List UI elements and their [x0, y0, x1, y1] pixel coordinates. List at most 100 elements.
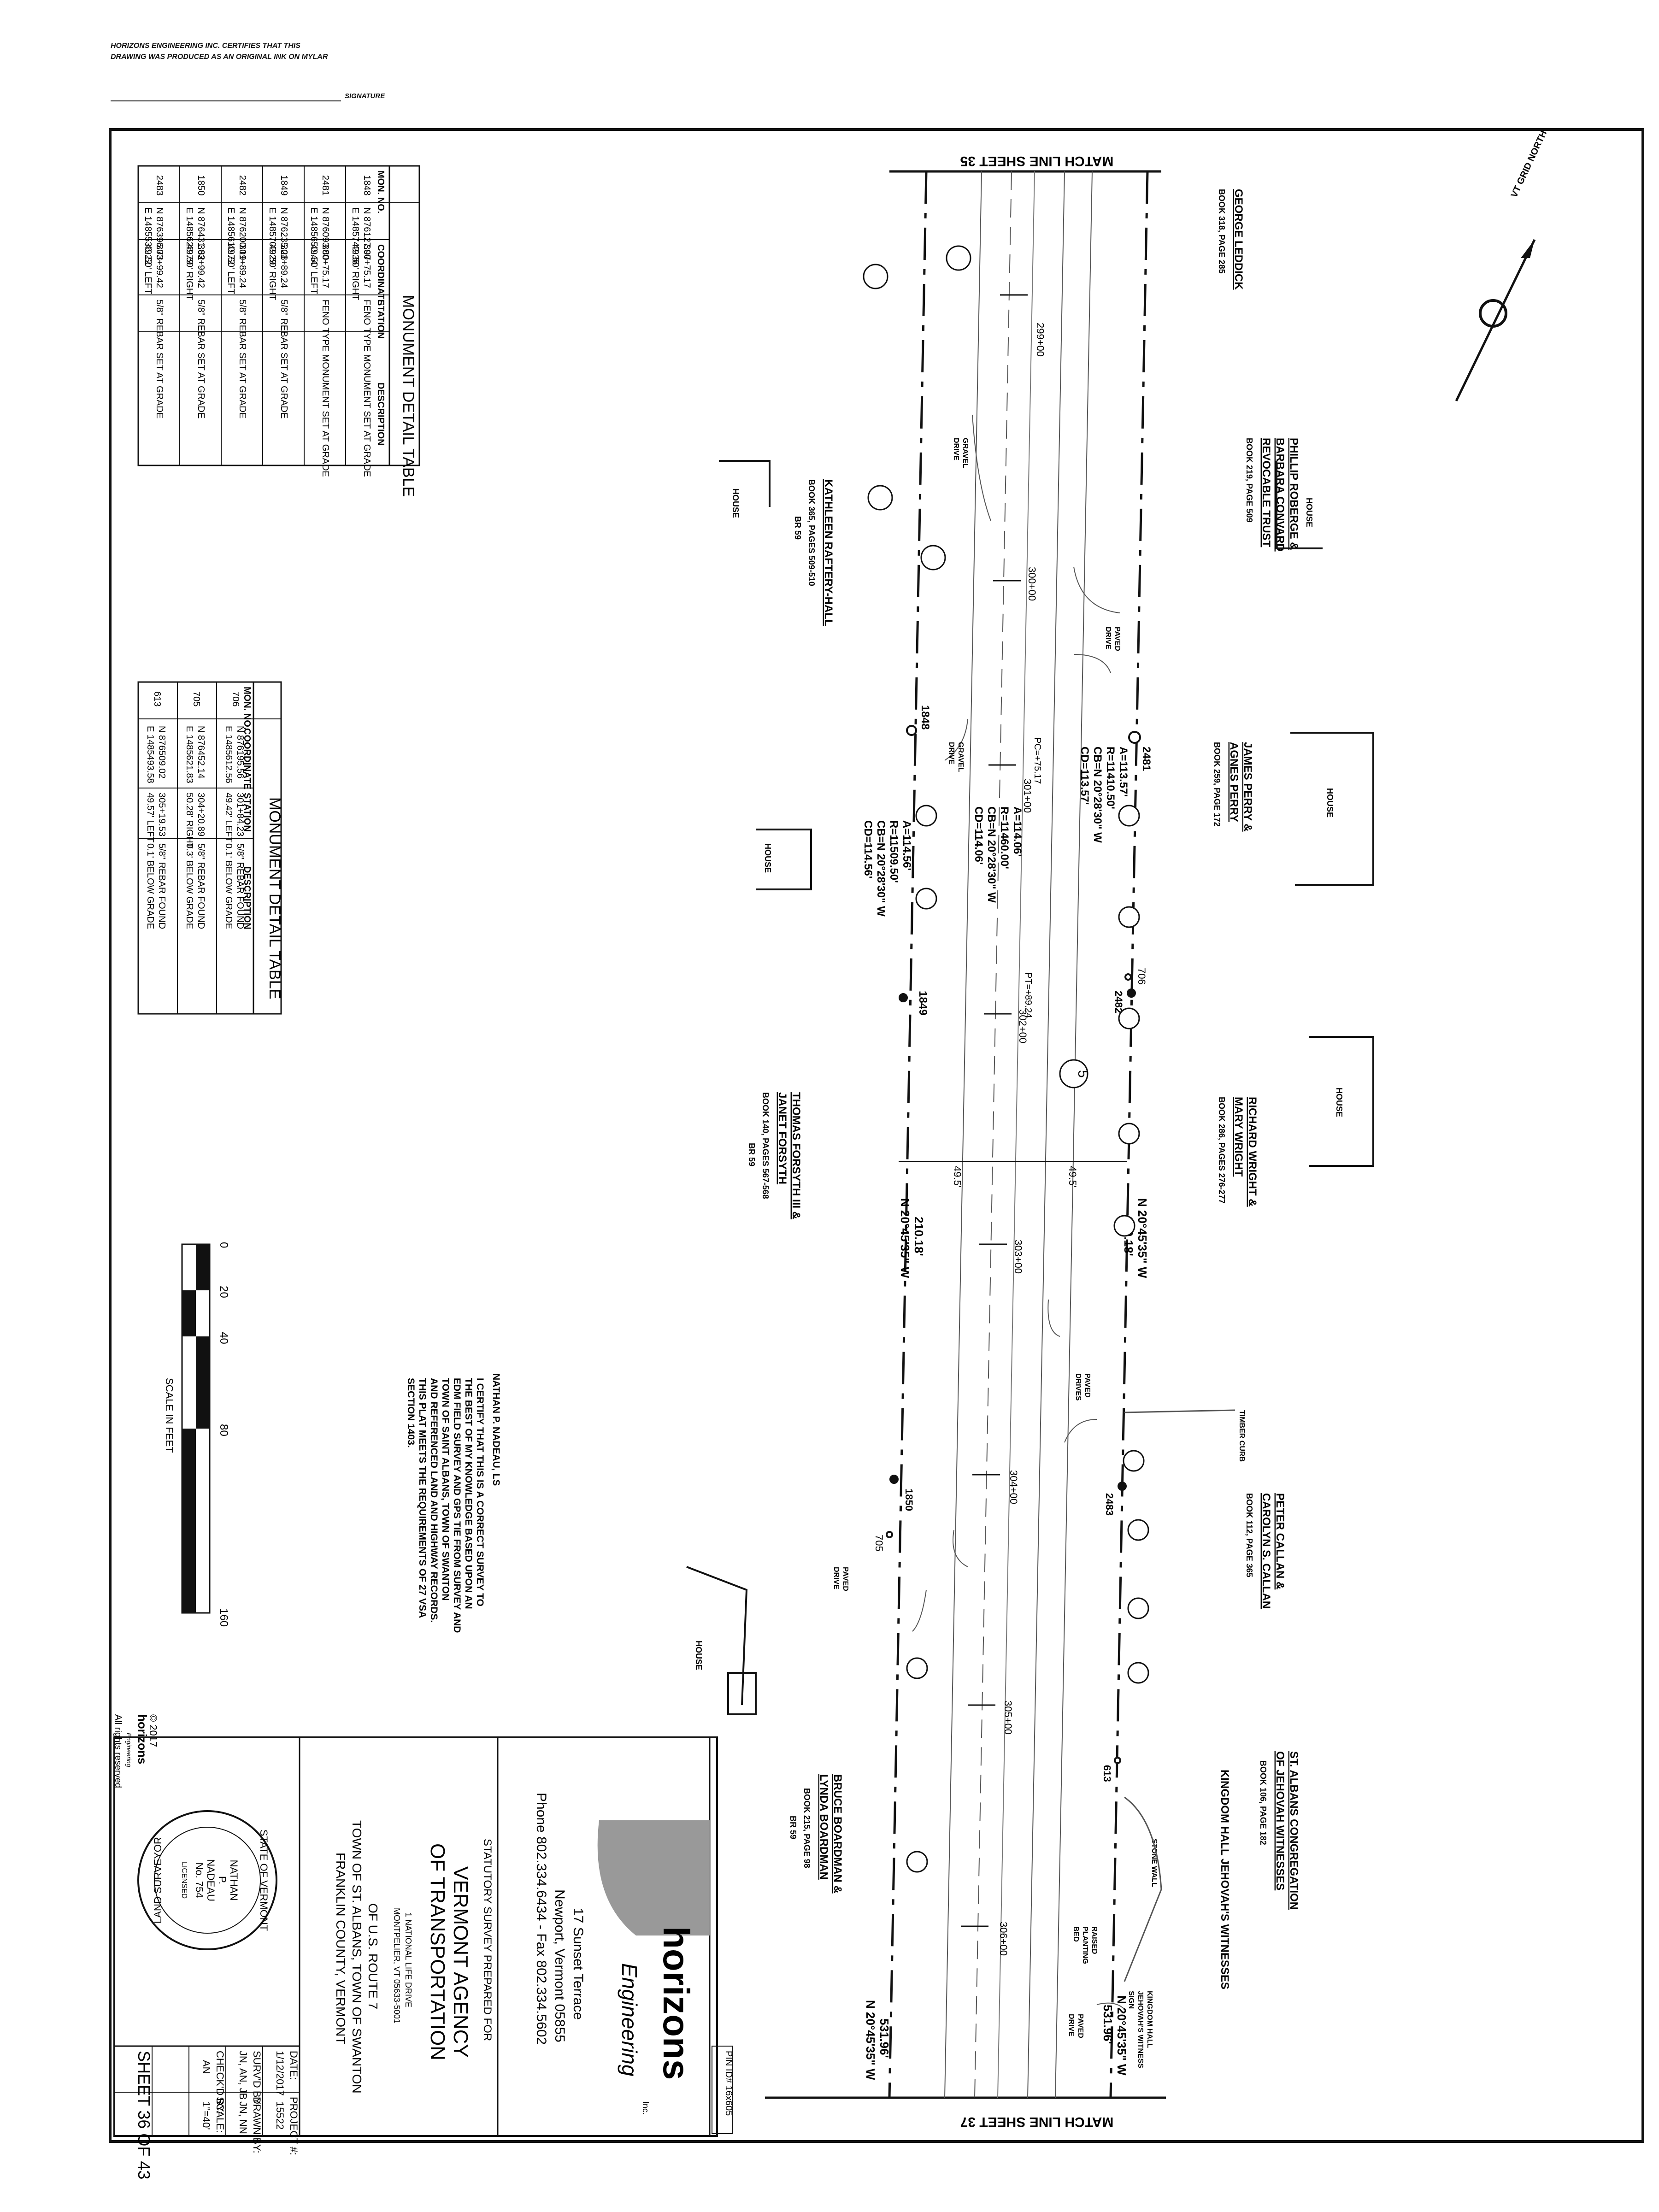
pt-label: PT=+89.24 — [1023, 972, 1033, 1018]
seal-ring-top: STATE OF VERMONT — [258, 1830, 270, 1931]
station-301: 301+00 — [1022, 779, 1033, 813]
svg-text:1 NATIONAL LIFE DRIVE: 1 NATIONAL LIFE DRIVE — [404, 1912, 413, 2007]
scale-tick-20: 20 — [218, 1286, 230, 1298]
svg-text:PAVED: PAVED — [1113, 627, 1121, 651]
svg-text:OF U.S. ROUTE 7: OF U.S. ROUTE 7 — [366, 1903, 380, 2009]
svg-text:HOUSE: HOUSE — [1335, 1088, 1344, 1117]
svg-text:RAISED: RAISED — [1090, 1926, 1098, 1954]
svg-text:BOOK 140, PAGES 567-568: BOOK 140, PAGES 567-568 — [761, 1092, 770, 1199]
table2-cell-sta: 305+19.53 — [157, 793, 167, 836]
table1-h-mon: MON. NO. — [376, 171, 386, 213]
svg-text:PAVED: PAVED — [841, 1567, 849, 1591]
svg-text:BOOK 286, PAGES 276-277: BOOK 286, PAGES 276-277 — [1217, 1097, 1226, 1204]
svg-text:FRANKLIN COUNTY, VERMONT: FRANKLIN COUNTY, VERMONT — [334, 1853, 348, 2044]
agency-name-2: OF TRANSPORTATION — [426, 1843, 449, 2060]
north-arrow: VT GRID NORTH — [1455, 129, 1549, 402]
svg-text:CD=114.06': CD=114.06' — [972, 806, 985, 865]
table1-cell-e: E 1485536.22 — [143, 207, 153, 265]
table1-cell-e: E 1485650.44 — [309, 207, 319, 265]
scale-tick-0: 0 — [218, 1242, 230, 1248]
svg-text:TOWN OF ST. ALBANS, TOWN OF SW: TOWN OF ST. ALBANS, TOWN OF SWANTON — [350, 1820, 364, 2094]
table1-cell-mon: 1848 — [362, 175, 372, 196]
svg-text:531.96': 531.96' — [1101, 2005, 1115, 2044]
mon-label-705: 705 — [873, 1535, 885, 1552]
north-arrow-label: VT GRID NORTH — [1509, 129, 1549, 199]
house-labels: HOUSE HOUSE HOUSE HOUSE HOUSE HOUSE — [694, 488, 1344, 1670]
table1-cell-sta: 300+75.17 — [362, 244, 372, 288]
parcel-forsyth: THOMAS FORSYTH III & — [790, 1092, 802, 1219]
curve-data-centerline: A=114.06' R=11460.00' CB=N 20°28'30" W C… — [972, 806, 1024, 903]
pin-id: PIN ID# 16x605 — [724, 2051, 734, 2116]
driveways — [912, 414, 1125, 2010]
svg-text:BOOK 259, PAGE 172: BOOK 259, PAGE 172 — [1212, 742, 1222, 827]
svg-text:JANET FORSYTH: JANET FORSYTH — [776, 1092, 788, 1184]
svg-text:TOWN OF SAINT ALBANS, TOWN OF: TOWN OF SAINT ALBANS, TOWN OF SWANTON — [440, 1378, 451, 1600]
svg-text:Newport, Vermont 05855: Newport, Vermont 05855 — [552, 1889, 567, 2042]
svg-text:AGNES PERRY: AGNES PERRY — [1228, 742, 1240, 822]
mon-label-1848: 1848 — [919, 705, 931, 729]
mon-label-2481: 2481 — [1140, 747, 1153, 771]
svg-text:GRAVEL: GRAVEL — [961, 438, 969, 468]
svg-text:BR 59: BR 59 — [747, 1143, 756, 1166]
svg-text:REVOCABLE TRUST: REVOCABLE TRUST — [1260, 438, 1272, 547]
mon-label-2483: 2483 — [1104, 1493, 1115, 1516]
drawing-frame — [109, 128, 1644, 2143]
table1-cell-mon: 2481 — [320, 175, 330, 196]
svg-text:EDM FIELD SURVEY AND GPS TIE F: EDM FIELD SURVEY AND GPS TIE FROM SURVEY… — [452, 1378, 462, 1633]
svg-text:NADEAU: NADEAU — [205, 1859, 217, 1901]
table1-cell-mon: 1849 — [279, 175, 289, 196]
station-299: 299+00 — [1035, 323, 1046, 357]
svg-text:BR 59: BR 59 — [793, 516, 802, 540]
table1-cell-off: 49.50' LEFT — [309, 244, 319, 294]
parcel-labels: GEORGE LEDDICK BOOK 318, PAGE 285 PHILLI… — [747, 189, 1300, 1989]
bearing-labels: 210.18' N 20°45'35" W 210.18' N 20°45'35… — [864, 1198, 1149, 2080]
table2-h-sta: STATION — [242, 793, 252, 832]
parcel-boardman: BRUCE BOARDMAN & — [831, 1774, 844, 1894]
monuments — [886, 725, 1141, 1764]
mon-label-613: 613 — [1101, 1765, 1113, 1782]
houses — [686, 460, 1374, 1715]
table1-cell-e: E 1485703.29 — [267, 207, 277, 265]
table1-cell-n: N 876093.80 — [320, 207, 330, 260]
cert-line-2: DRAWING WAS PRODUCED AS AN ORIGINAL INK … — [111, 53, 328, 61]
mon-label-706: 706 — [1136, 968, 1147, 985]
svg-text:THIS PLAT MEETS THE REQUIREMEN: THIS PLAT MEETS THE REQUIREMENTS OF 27 V… — [417, 1378, 428, 1618]
mylar-certification: HORIZONS ENGINEERING INC. CERTIFIES THAT… — [111, 41, 433, 63]
surveyor-certification: NATHAN P. NADEAU, LS I CERTIFY THAT THIS… — [406, 1373, 501, 1633]
svg-text:A=113.57': A=113.57' — [1117, 747, 1130, 797]
svg-text:HOUSE: HOUSE — [694, 1641, 703, 1670]
parcel-roberge: PHILLIP ROBERGE & — [1288, 438, 1300, 550]
table1-cell-sta: 300+75.17 — [320, 244, 330, 288]
table1-cell-desc: FENO TYPE MONUMENT SET AT GRADE — [362, 300, 372, 477]
copyright: © 2017 horizons Engineering All rights r… — [113, 1714, 159, 1788]
table1-cell-desc: 5/8" REBAR SET AT GRADE — [237, 300, 247, 418]
table2-cell-d1: 5/8" REBAR FOUND — [157, 843, 167, 929]
svg-text:CHECK'D BY:: CHECK'D BY: — [214, 2051, 226, 2114]
svg-text:LICENSED: LICENSED — [180, 1862, 188, 1899]
table2-cell-e: E 1485612.56 — [224, 726, 234, 783]
svg-text:JEHOVAH'S WITNESS: JEHOVAH'S WITNESS — [1136, 1991, 1144, 2068]
table2-cell-sta: 301+84.23 — [235, 793, 245, 836]
station-305: 305+00 — [1002, 1700, 1014, 1735]
table2-cell-d1: 5/8" REBAR FOUND — [196, 843, 206, 929]
svg-text:DRAWN BY:: DRAWN BY: — [251, 2097, 263, 2153]
svg-text:BOOK 112, PAGE 365: BOOK 112, PAGE 365 — [1245, 1493, 1254, 1577]
svg-text:MARY WRIGHT: MARY WRIGHT — [1232, 1097, 1245, 1177]
curve-data-left: A=114.56' R=11509.50' CB=N 20°28'30" W C… — [862, 820, 913, 917]
copyright-logo: horizons — [135, 1714, 149, 1764]
trees — [863, 245, 1149, 1873]
table1-cell-desc: 5/8" REBAR SET AT GRADE — [196, 300, 206, 418]
scale-label: SCALE IN FEET — [164, 1378, 175, 1453]
curve-data-right: A=113.57' R=11410.50' CB=N 20°28'30" W C… — [1078, 747, 1130, 843]
svg-text:CB=N 20°28'30" W: CB=N 20°28'30" W — [985, 806, 998, 903]
table2-h-coord: COORDINATE — [242, 728, 252, 789]
parcel-perry: JAMES PERRY & — [1241, 742, 1254, 832]
table2-cell-e: E 1485493.58 — [145, 726, 155, 783]
table2-cell-mon: 705 — [191, 691, 201, 706]
table1-cell-sta: 301+89.24 — [237, 244, 247, 288]
scale-tick-80: 80 — [218, 1424, 230, 1436]
table1-cell-e: E 1485628.79 — [184, 207, 194, 265]
svg-text:1/12/2017: 1/12/2017 — [274, 2051, 286, 2096]
table2-title: MONUMENT DETAIL TABLE — [266, 797, 283, 999]
